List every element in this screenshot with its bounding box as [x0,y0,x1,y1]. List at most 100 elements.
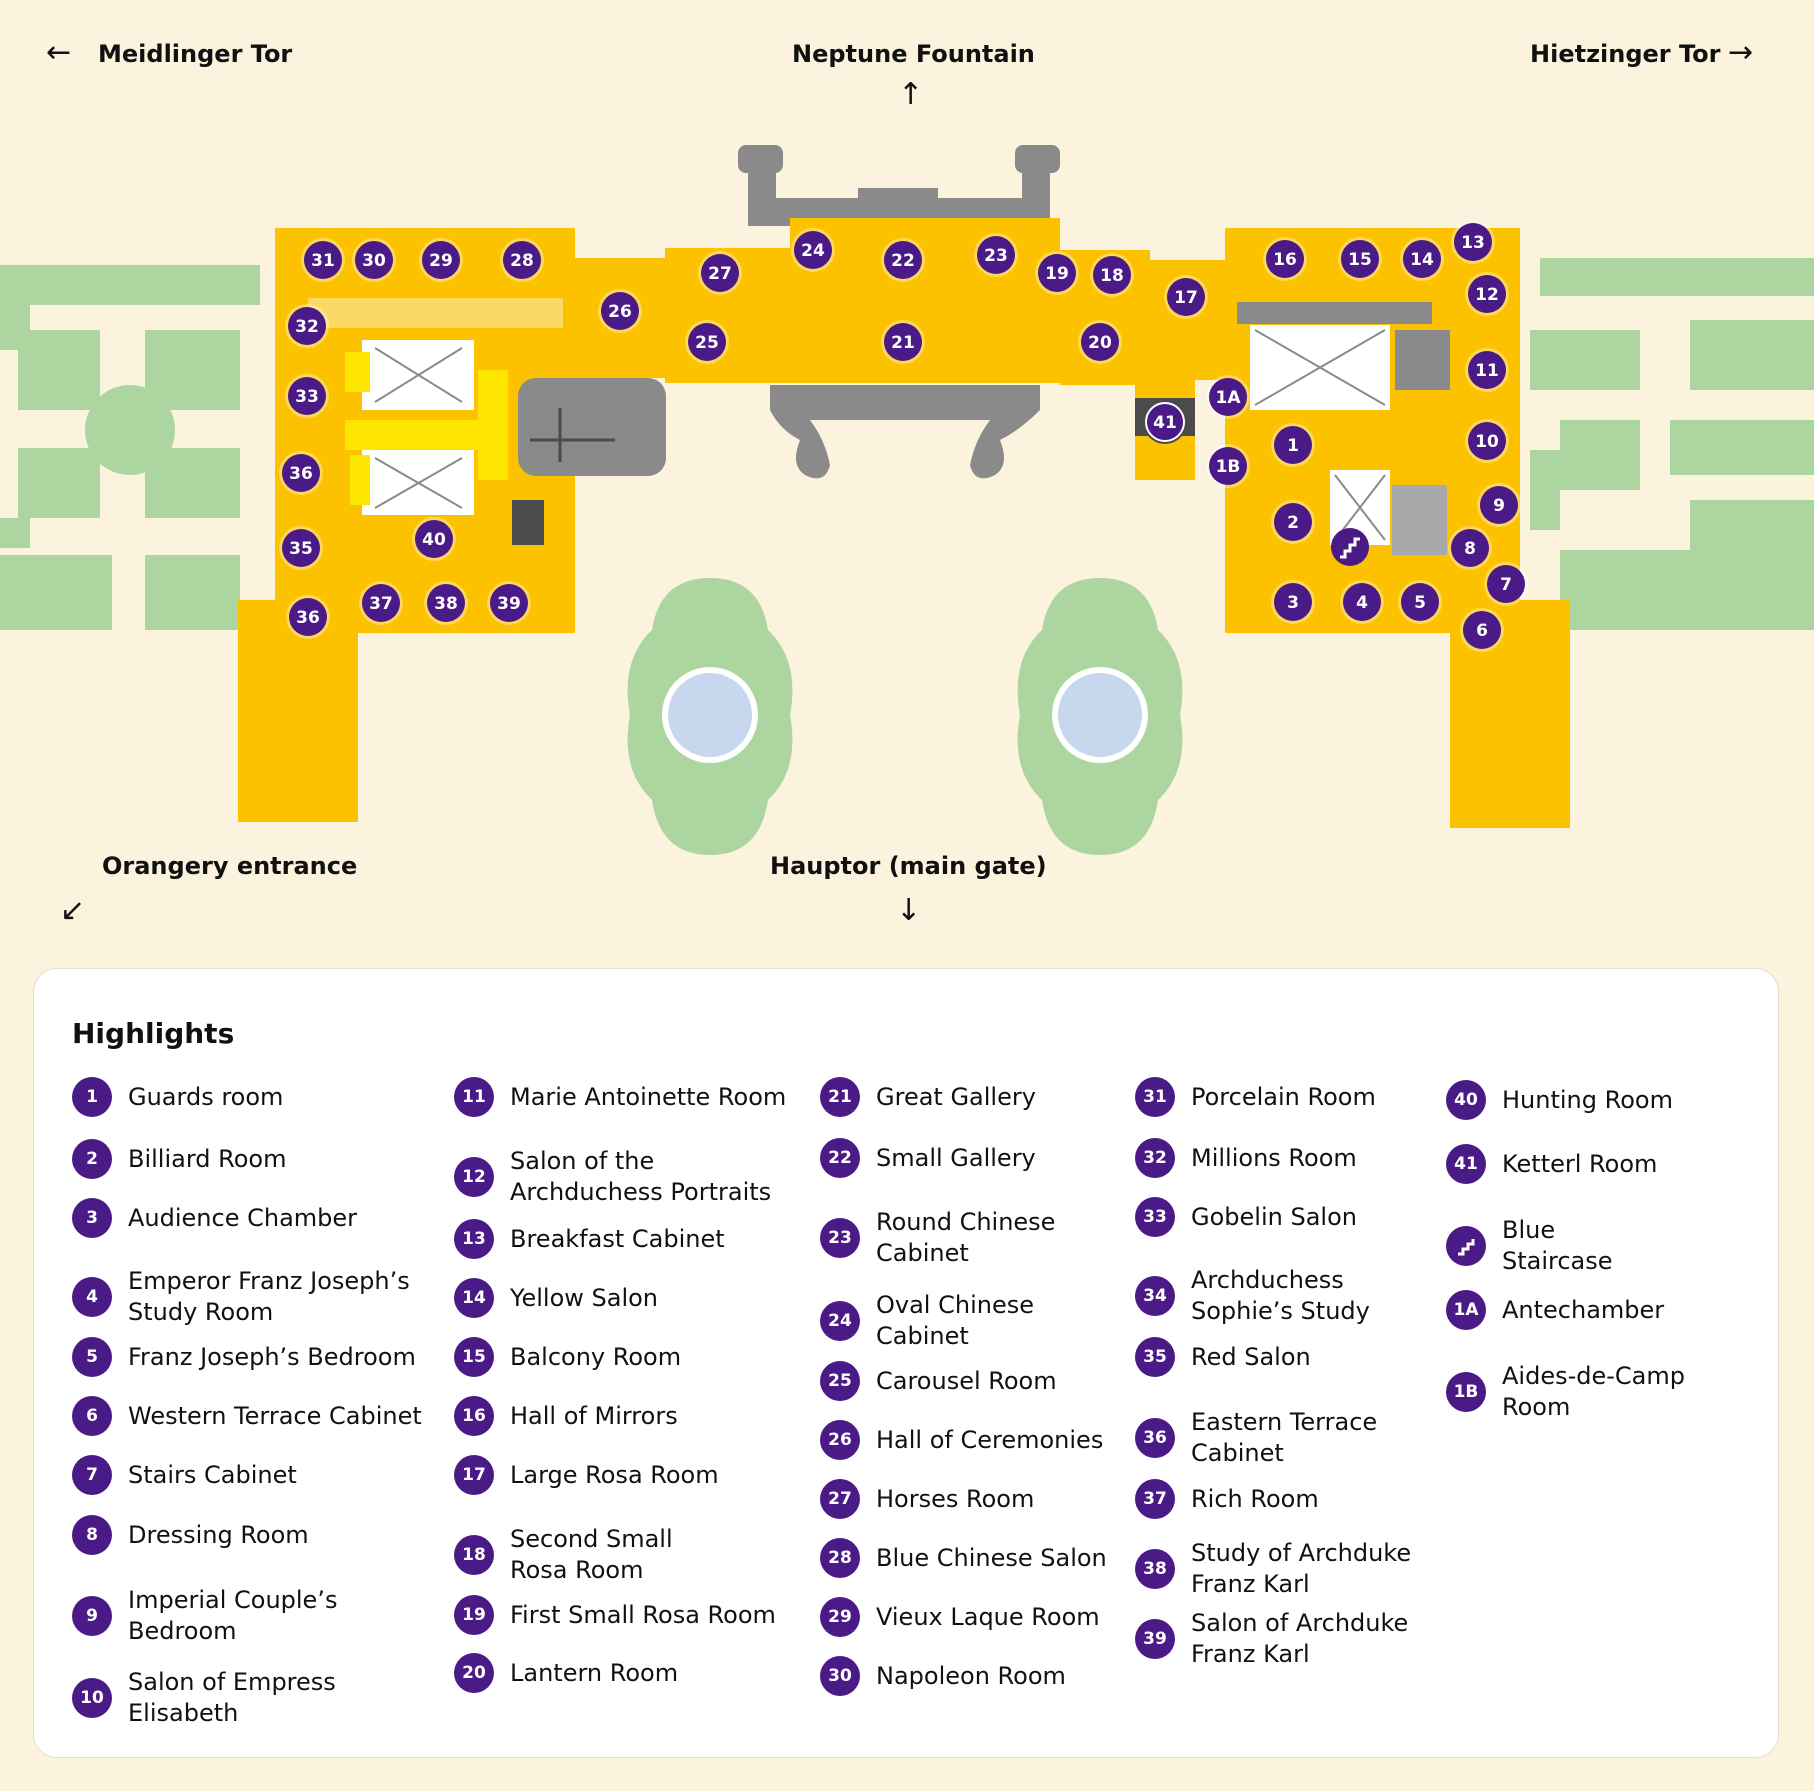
legend-label: Blue Staircase [1502,1216,1613,1275]
room-badge[interactable]: 22 [881,238,925,282]
room-badge-label: 16 [1273,250,1297,270]
legend-badge: 27 [820,1479,860,1519]
room-badge[interactable]: 36 [279,451,323,495]
room-badge-label: 12 [1475,285,1499,305]
room-badge[interactable]: 1 [1271,423,1315,467]
room-badge[interactable]: 32 [285,304,329,348]
legend-label: Carousel Room [876,1366,1057,1395]
room-badge-label: 36 [289,464,313,484]
room-badge[interactable]: 19 [1035,251,1079,295]
legend-badge: 20 [454,1653,494,1693]
legend-label: Eastern Terrace Cabinet [1191,1408,1378,1467]
room-badge[interactable]: 31 [301,238,345,282]
room-badge[interactable]: 37 [359,581,403,625]
room-badge-label: 33 [295,387,319,407]
legend-label: Billiard Room [128,1144,287,1173]
legend-label: Emperor Franz Joseph’s Study Room [128,1267,410,1326]
room-badge-label: 38 [434,594,458,614]
room-badge[interactable]: 15 [1338,237,1382,281]
room-badge[interactable]: 26 [598,289,642,333]
room-badge[interactable]: 27 [698,251,742,295]
room-badge[interactable]: 2 [1271,500,1315,544]
room-badge[interactable]: 23 [974,233,1018,277]
gate-structure [738,145,1060,226]
room-badge[interactable]: 12 [1465,272,1509,316]
legend-label: Franz Joseph’s Bedroom [128,1342,416,1371]
stairs-icon [1446,1226,1486,1266]
room-badge[interactable]: 9 [1477,483,1521,527]
room-badge[interactable]: 24 [791,228,835,272]
room-badge[interactable]: 29 [419,238,463,282]
room-badge-label: 19 [1045,264,1069,284]
room-badge[interactable]: 38 [424,581,468,625]
room-badge[interactable]: 5 [1398,580,1442,624]
room-badge[interactable]: 28 [500,238,544,282]
legend-label: Aides-de-Camp Room [1502,1362,1685,1421]
room-badge[interactable]: 6 [1460,608,1504,652]
legend-badge: 17 [454,1455,494,1495]
legend-badge: 21 [820,1077,860,1117]
room-badge[interactable]: 36 [286,595,330,639]
room-badge[interactable]: 13 [1451,220,1495,264]
room-badge[interactable]: 18 [1090,253,1134,297]
room-badge[interactable]: 14 [1400,237,1444,281]
room-badge[interactable]: 11 [1465,348,1509,392]
room-badge[interactable]: 3 [1271,580,1315,624]
room-badge-label: 35 [289,539,313,559]
legend-label: Imperial Couple’s Bedroom [128,1586,338,1645]
legend-badge: 34 [1135,1276,1175,1316]
room-badge[interactable]: 17 [1164,275,1208,319]
room-badge-label: 5 [1414,593,1426,613]
room-badge-label: 8 [1464,539,1476,559]
room-badge[interactable]: 10 [1465,419,1509,463]
room-badge-label: 11 [1475,361,1499,381]
stairs-icon[interactable] [1331,528,1369,566]
room-badge[interactable]: 4 [1340,580,1384,624]
room-badge[interactable]: 30 [352,238,396,282]
legend-label: Guards room [128,1082,284,1111]
legend-label: Marie Antoinette Room [510,1082,787,1111]
room-badge-label: 1B [1216,457,1241,477]
room-badge[interactable]: 41 [1143,400,1187,444]
legend-label: Blue Chinese Salon [876,1543,1107,1572]
room-badge[interactable]: 1A [1206,375,1250,419]
room-badge-label: 6 [1476,621,1488,641]
legend-badge: 40 [1446,1080,1486,1120]
legend-badge: 26 [820,1420,860,1460]
room-badge[interactable]: 21 [881,320,925,364]
legend-badge: 19 [454,1595,494,1635]
room-badge[interactable]: 16 [1263,237,1307,281]
room-badge[interactable]: 1B [1206,444,1250,488]
room-badge[interactable]: 7 [1484,562,1528,606]
legend-label: Large Rosa Room [510,1460,719,1489]
room-badge[interactable]: 35 [279,526,323,570]
legend-label: Stairs Cabinet [128,1460,297,1489]
legend-label: Hall of Ceremonies [876,1425,1104,1454]
legend-badge: 41 [1446,1144,1486,1184]
room-badge[interactable]: 39 [487,581,531,625]
room-badge[interactable]: 40 [412,517,456,561]
room-badge[interactable]: 33 [285,374,329,418]
room-badge[interactable]: 8 [1448,526,1492,570]
room-badge-label: 30 [362,251,386,271]
right-garden [1530,258,1814,630]
room-badge[interactable]: 25 [685,320,729,364]
room-badge[interactable]: 20 [1078,320,1122,364]
arrow-up-icon: ↑ [898,77,924,112]
room-badge-label: 4 [1356,593,1368,613]
floor-plan: 3130292832333635363738394026272524222321… [0,145,1814,855]
legend-badge: 14 [454,1278,494,1318]
